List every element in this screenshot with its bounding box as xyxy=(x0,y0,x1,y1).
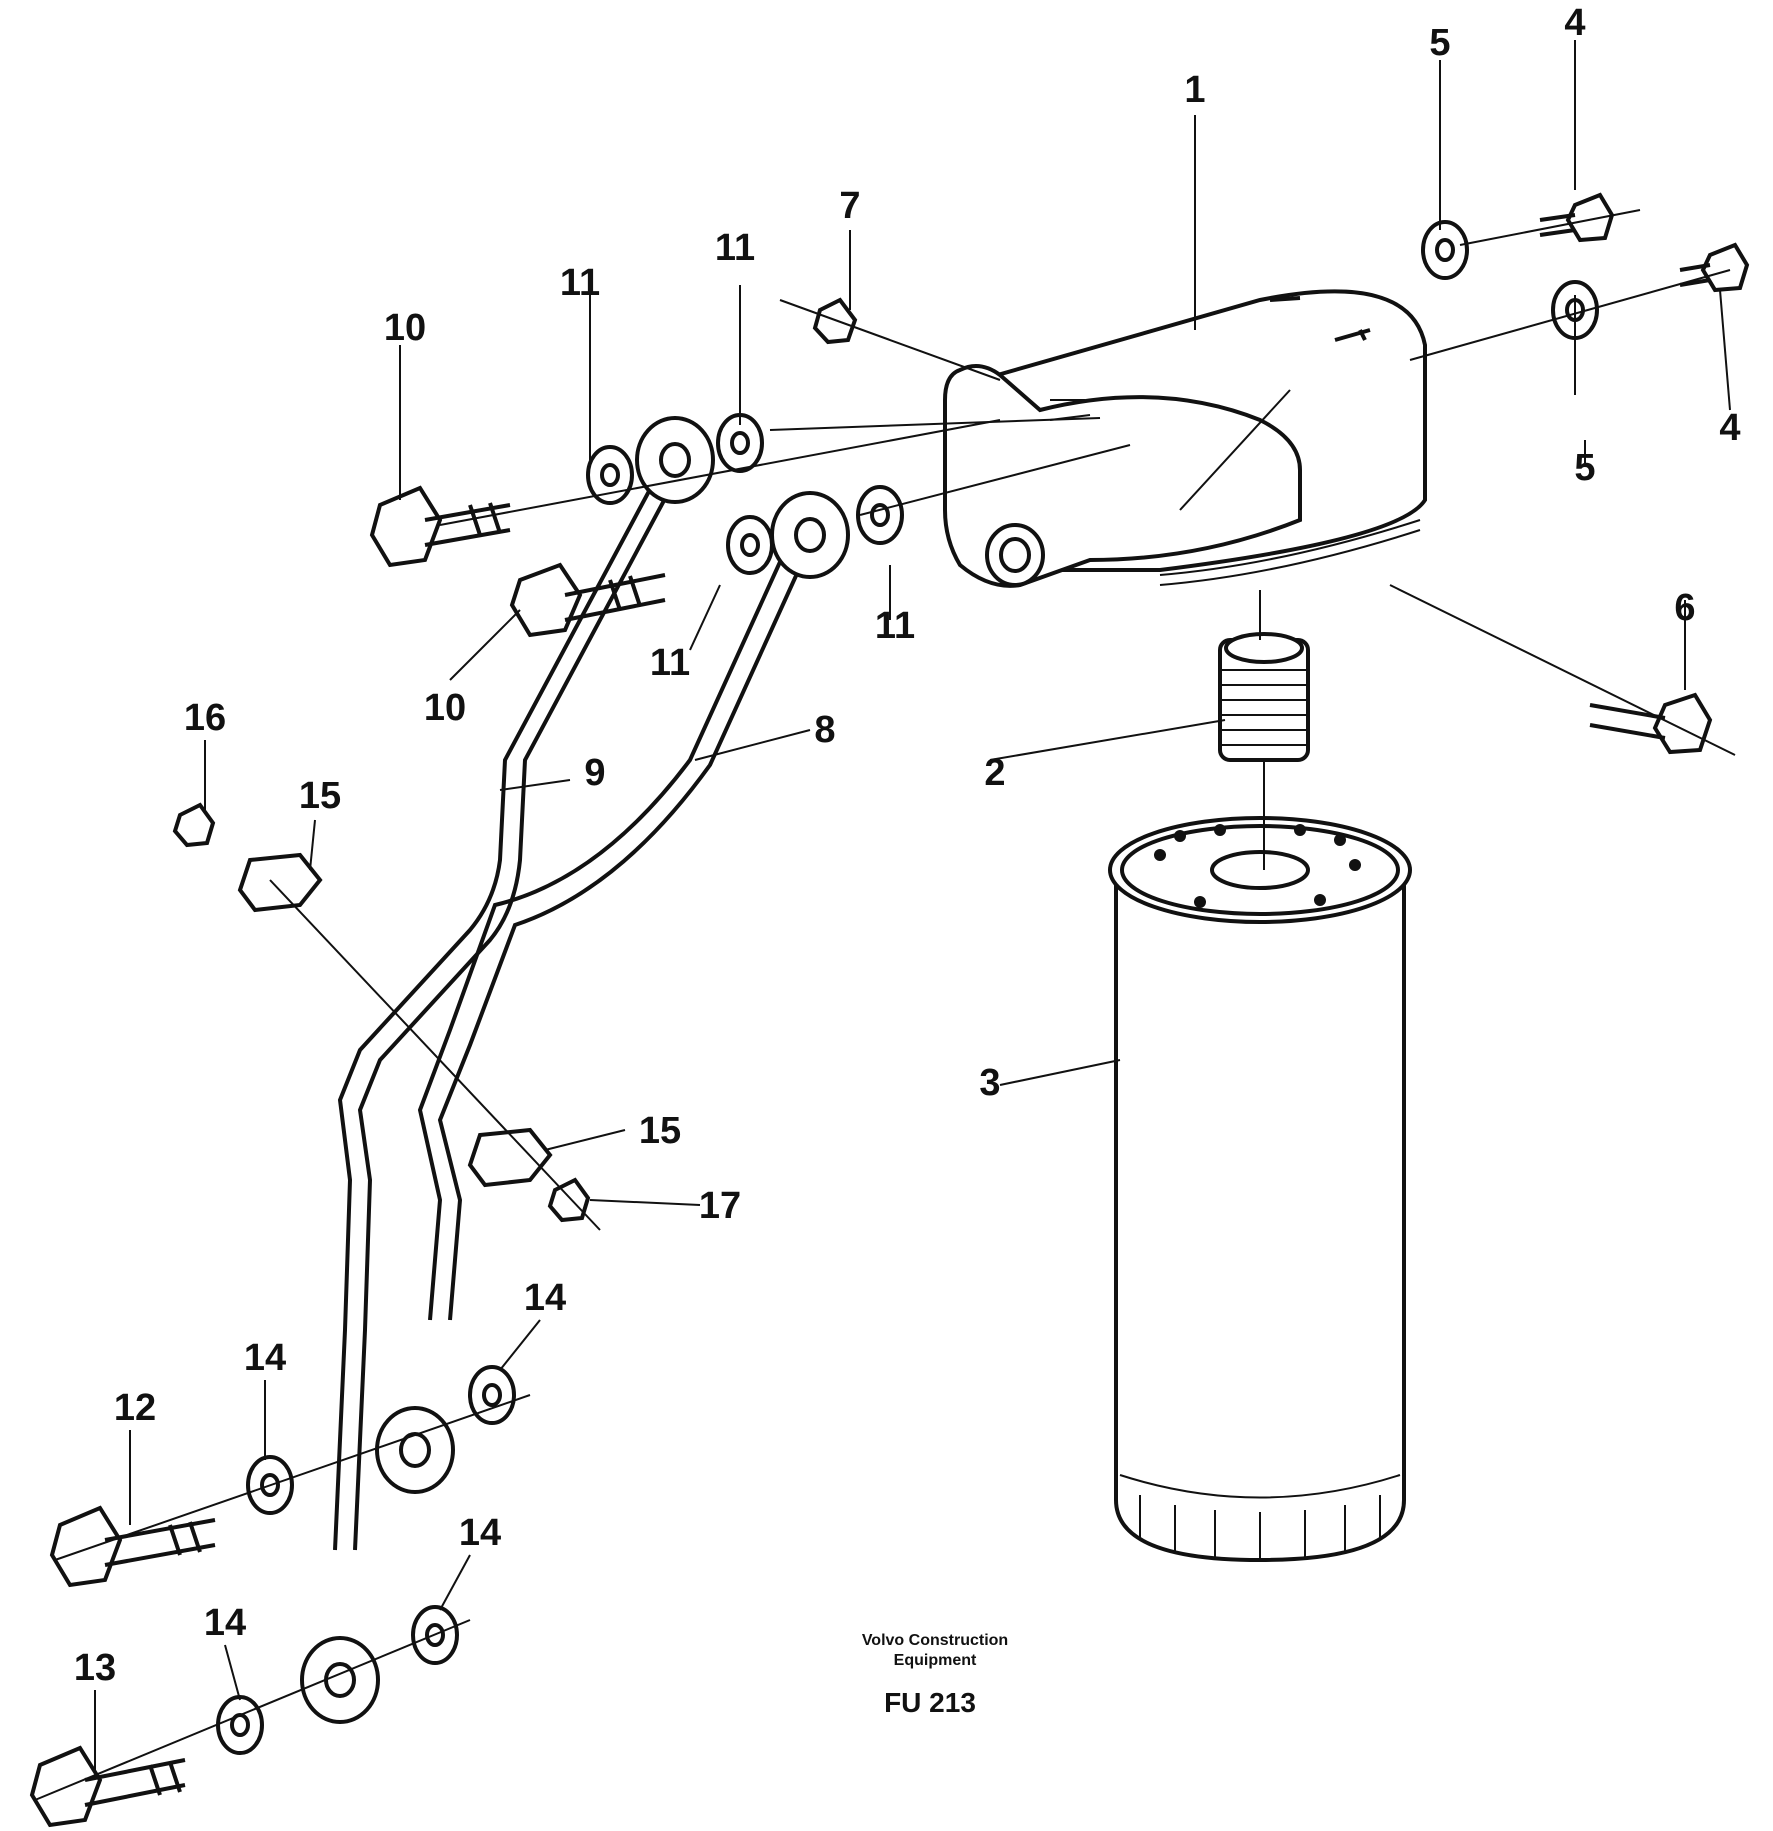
part-label-3: 3 xyxy=(979,1062,1000,1104)
part-label-14-c: 14 xyxy=(459,1512,501,1554)
footer-figure-code: FU 213 xyxy=(884,1687,976,1718)
part-label-5-right: 5 xyxy=(1574,447,1595,489)
footer-company-line1: Volvo Construction xyxy=(862,1632,1008,1649)
leader-lines xyxy=(34,40,1736,1801)
footer-company-line2: Equipment xyxy=(894,1652,977,1669)
part-label-14-b: 14 xyxy=(244,1337,286,1379)
part-label-4-top: 4 xyxy=(1564,2,1585,44)
part-label-10-lower: 10 xyxy=(424,687,466,729)
part-label-2: 2 xyxy=(984,752,1005,794)
part-label-13: 13 xyxy=(74,1647,116,1689)
part-label-5-top: 5 xyxy=(1429,22,1450,64)
banjo-bolts xyxy=(29,192,1750,1828)
part-label-11-d: 11 xyxy=(875,605,915,647)
part-label-14-a: 14 xyxy=(524,1277,566,1319)
part-label-15-lower: 15 xyxy=(639,1110,681,1152)
part-label-12: 12 xyxy=(114,1387,156,1429)
part-label-17: 17 xyxy=(699,1185,741,1227)
part-label-6: 6 xyxy=(1674,587,1695,629)
part-label-11-c: 11 xyxy=(650,642,690,684)
part-label-15-upper: 15 xyxy=(299,775,341,817)
part-label-1: 1 xyxy=(1184,69,1205,111)
banjo-fittings xyxy=(300,416,850,1724)
part-label-4-right: 4 xyxy=(1719,407,1740,449)
part-label-14-d: 14 xyxy=(204,1602,246,1644)
part-label-10-upper: 10 xyxy=(384,307,426,349)
pipe-assembly xyxy=(333,479,812,1551)
part-label-11-a: 11 xyxy=(560,262,600,304)
filter-head xyxy=(943,289,1427,588)
part-label-16: 16 xyxy=(184,697,226,739)
part-label-11-b: 11 xyxy=(715,227,755,269)
part-label-8: 8 xyxy=(814,709,835,751)
part-label-7: 7 xyxy=(839,185,860,227)
threaded-nipple xyxy=(1218,632,1310,762)
oil-filter-cartridge xyxy=(1108,816,1412,1563)
part-label-9: 9 xyxy=(584,752,605,794)
